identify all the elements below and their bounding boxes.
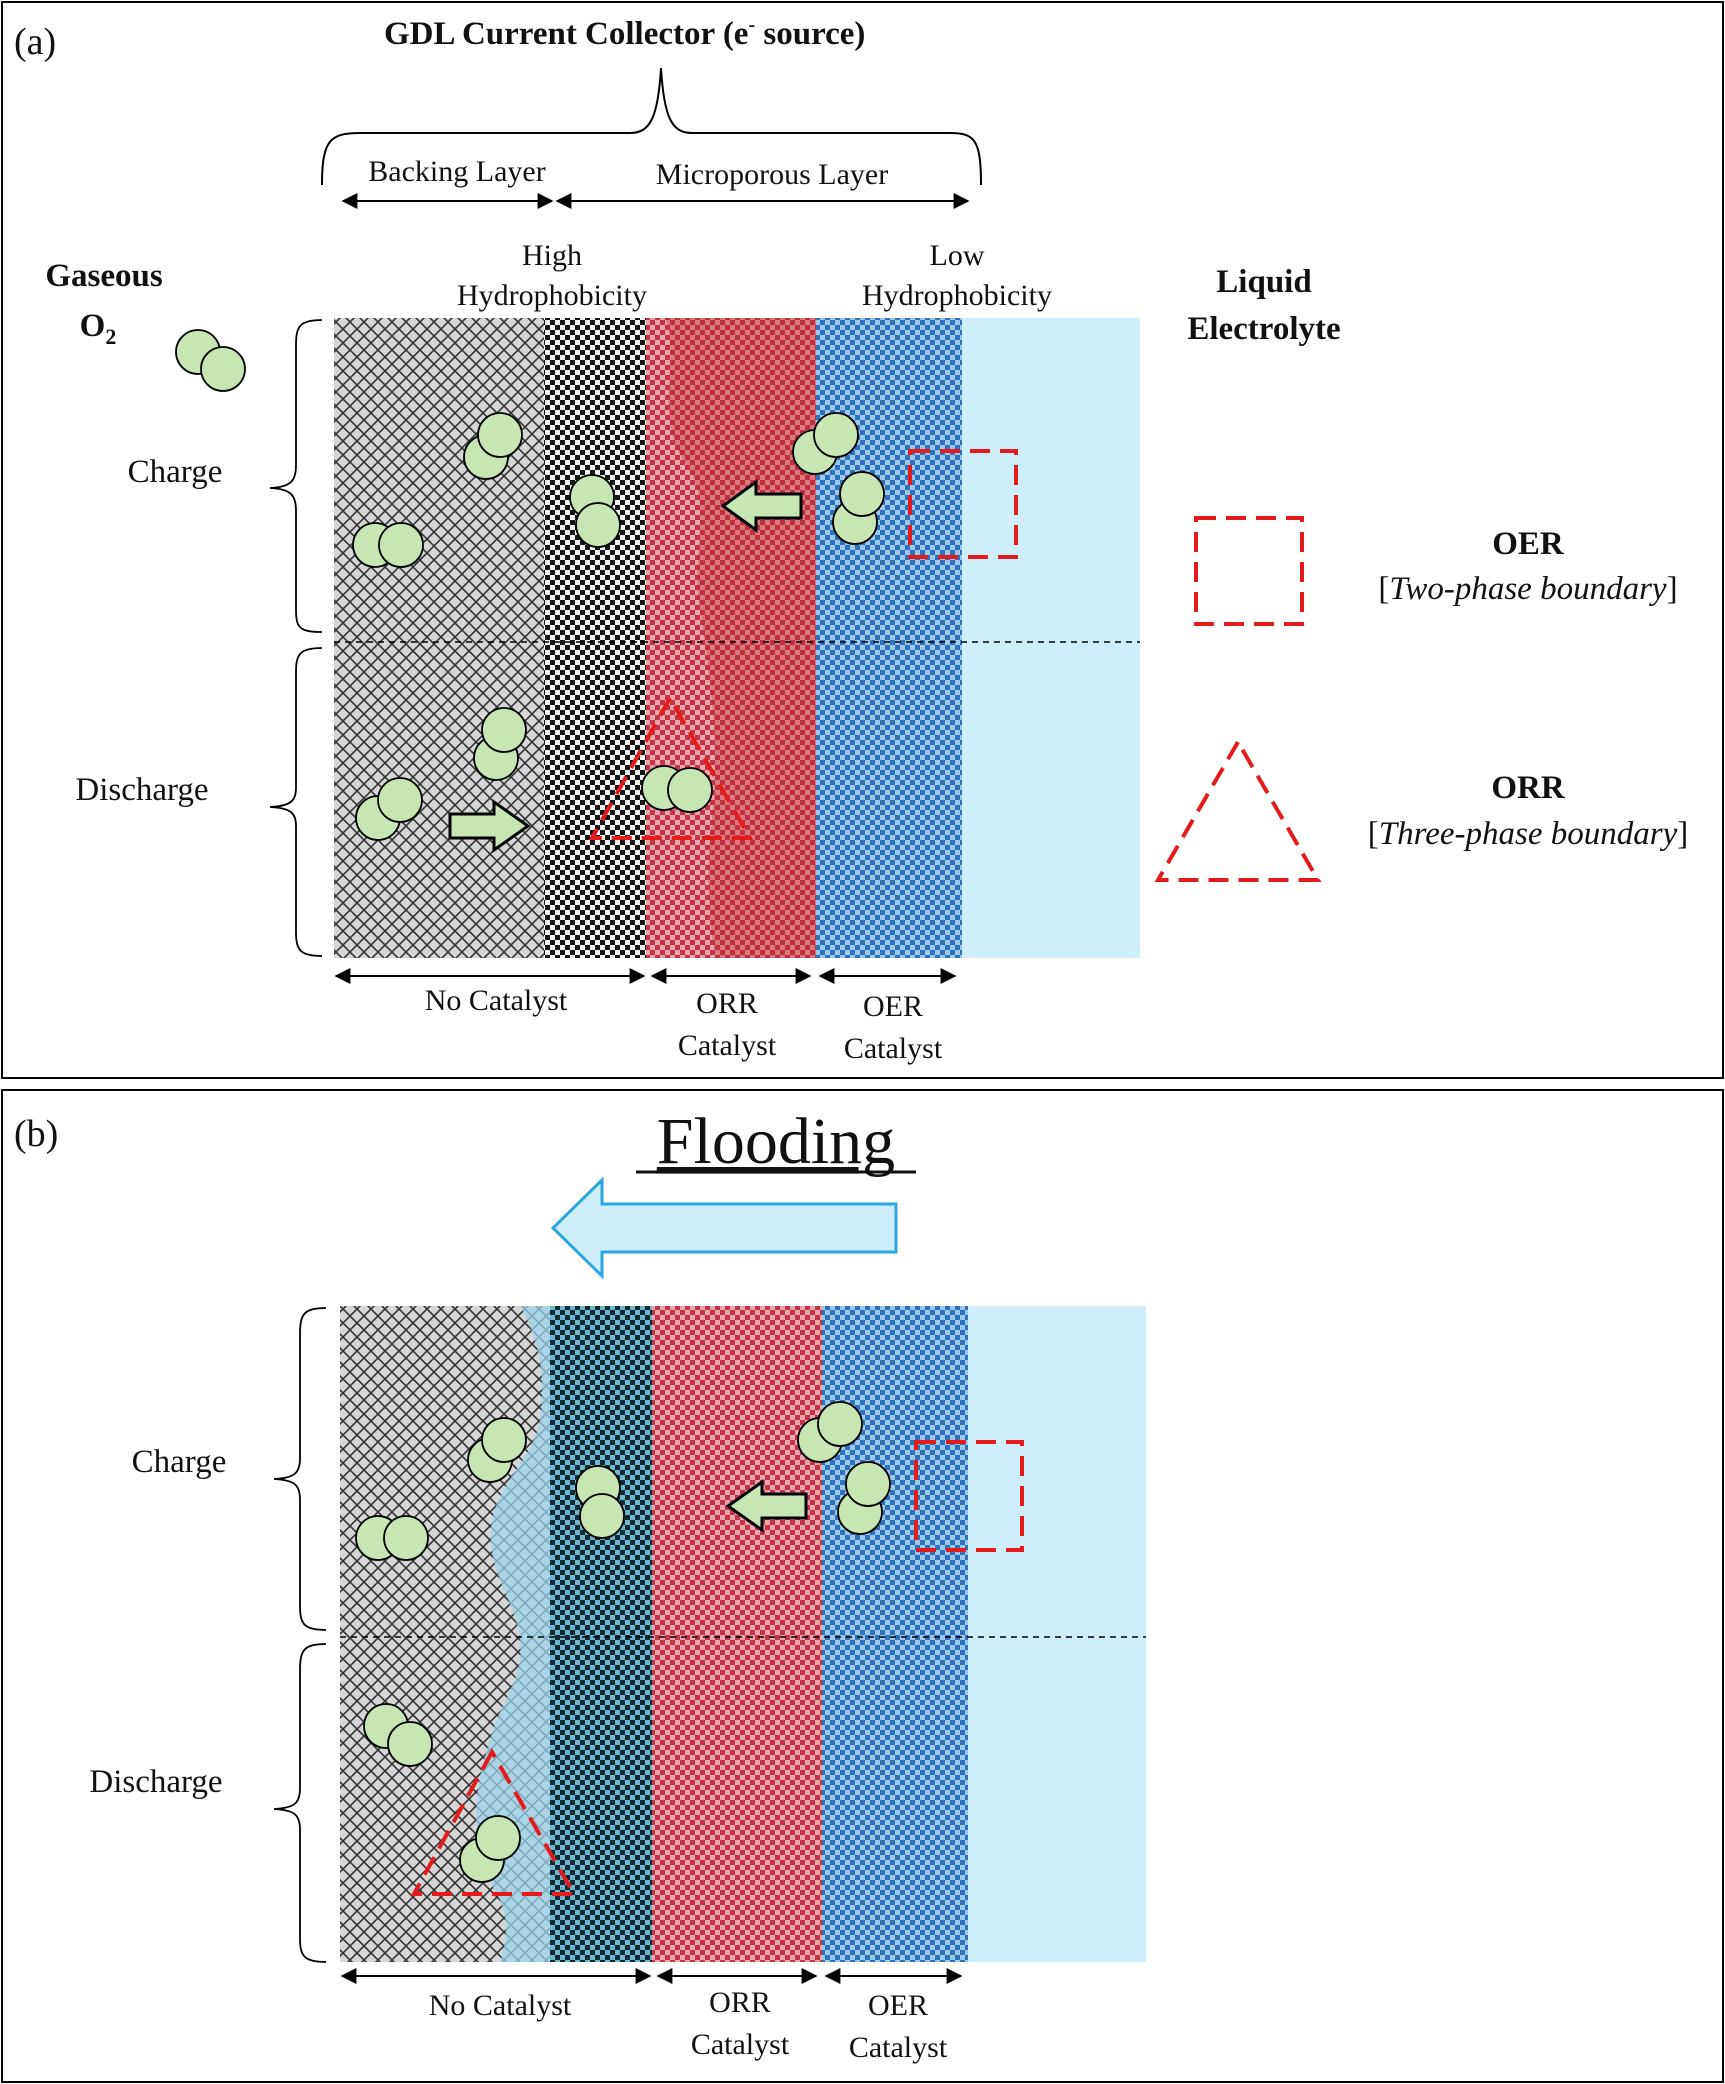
flooded-hydrophobic-layer [550, 1306, 652, 1962]
panel-b-label: (b) [14, 1113, 58, 1155]
orr-catalyst-layer-b [652, 1306, 822, 1962]
o2-molecule [575, 1465, 625, 1539]
o2-molecule [837, 1461, 891, 1535]
discharge-brace-a [269, 647, 323, 957]
o2-molecule [463, 412, 523, 480]
backing-layer [334, 318, 544, 958]
backing-layer-label: Backing Layer [368, 155, 545, 188]
oer-legend-square [1194, 516, 1304, 626]
orr-boundary-triangle-b [410, 1747, 578, 1896]
discharge-label-b: Discharge [89, 1764, 222, 1800]
o2-molecule [355, 1515, 429, 1561]
orr-legend-triangle [1154, 738, 1322, 882]
o2-molecule [352, 522, 424, 568]
orr-legend-title: ORR [1491, 770, 1566, 806]
electrolyte-region-b [968, 1306, 1146, 1962]
o2-molecule [832, 471, 885, 545]
charge-label-a: Charge [128, 454, 223, 490]
o2-molecule [467, 1417, 527, 1483]
oer-legend-desc: [Two-phase boundary] [1378, 571, 1677, 607]
gdl-title: GDL Current Collector (e- source) [384, 14, 865, 52]
electrolyte-region [962, 318, 1140, 958]
charge-brace-a [269, 319, 323, 633]
no-catalyst-label-b: No Catalyst [429, 1989, 572, 2022]
o2-molecule [792, 412, 859, 475]
microporous-layer-label: Microporous Layer [656, 158, 888, 191]
oer-boundary-square-a [908, 449, 1018, 559]
discharge-flow-arrow-a [448, 799, 531, 853]
flooding-arrow [550, 1176, 898, 1280]
o2-molecule [473, 707, 527, 781]
o2-molecule [175, 329, 246, 392]
charge-flow-arrow-b [725, 1479, 808, 1533]
panel-a-label: (a) [14, 21, 56, 63]
flood-water-region [476, 1306, 550, 1962]
o2-molecule [459, 1815, 521, 1883]
discharge-label-a: Discharge [75, 772, 208, 808]
discharge-brace-b [273, 1643, 327, 1963]
oer-legend-title: OER [1492, 526, 1565, 562]
orr-legend-desc: [Three-phase boundary] [1368, 816, 1688, 852]
o2-molecule [641, 765, 713, 813]
flooding-title: Flooding [657, 1105, 895, 1178]
o2-molecule [363, 1703, 433, 1767]
o2-molecule [797, 1401, 863, 1463]
charge-label-b: Charge [132, 1444, 227, 1480]
o2-molecule [355, 777, 423, 841]
oer-boundary-square-b [914, 1440, 1024, 1552]
orr-electrolyte-wetting [665, 318, 816, 958]
charge-brace-b [273, 1307, 327, 1631]
high-hydrophobic-layer [544, 318, 646, 958]
gdl-brace [321, 67, 982, 186]
panel-a-layers [334, 318, 1140, 958]
orr-boundary-triangle-a [588, 693, 754, 840]
o2-molecule [569, 474, 621, 548]
orr-catalyst-layer [646, 318, 816, 958]
no-catalyst-label-a: No Catalyst [425, 984, 568, 1017]
charge-flow-arrow-a [720, 479, 803, 533]
